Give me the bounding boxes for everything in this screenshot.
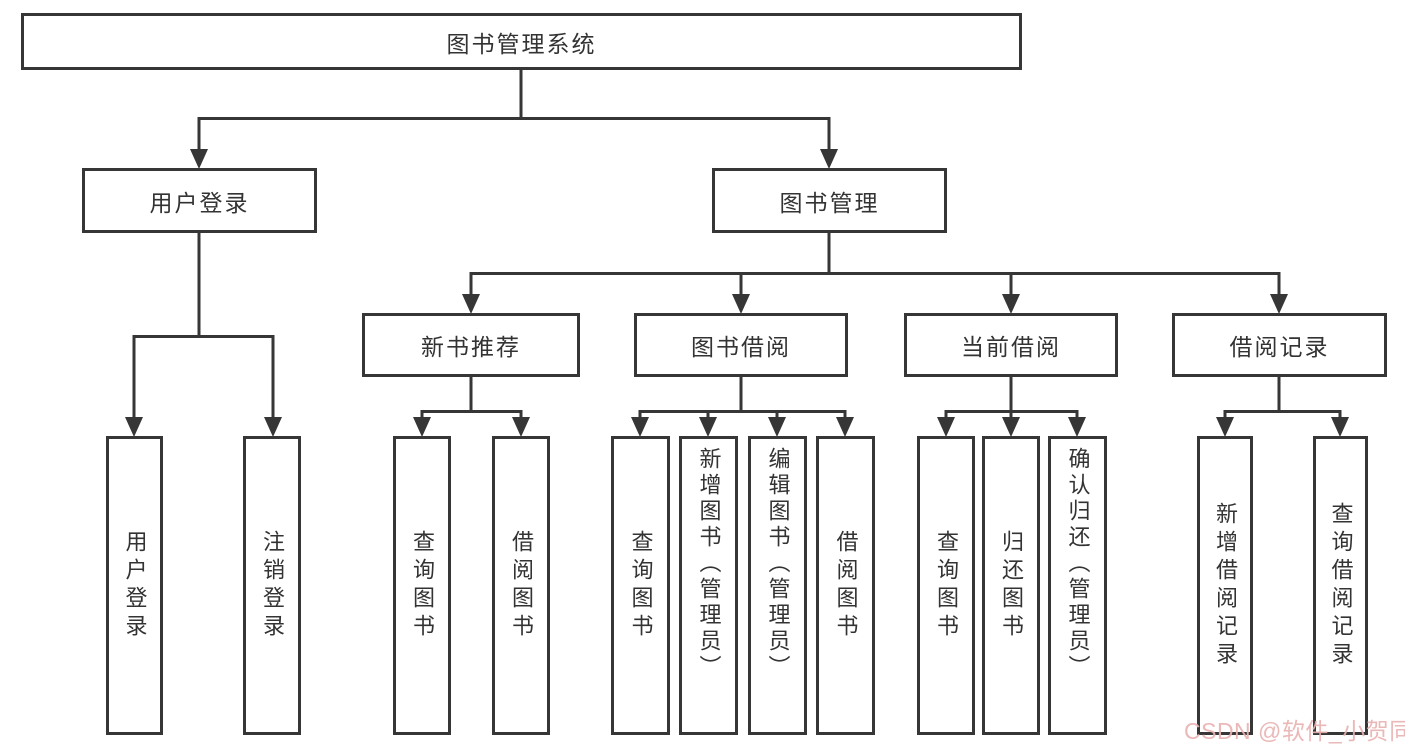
node-leaf-user-login: 用户登录 xyxy=(106,436,163,735)
node-new-books: 新书推荐 xyxy=(362,313,580,377)
arrowheads xyxy=(125,149,1349,437)
node-book-borrow: 图书借阅 xyxy=(634,313,848,377)
node-leaf-return-books: 归还图书 xyxy=(982,436,1040,735)
node-root: 图书管理系统 xyxy=(21,13,1022,70)
node-leaf-query-books-3: 查询图书 xyxy=(917,436,975,735)
node-borrow-records: 借阅记录 xyxy=(1172,313,1387,377)
node-leaf-logout: 注销登录 xyxy=(243,436,301,735)
node-leaf-add-record: 新增借阅记录 xyxy=(1197,436,1253,735)
node-leaf-query-books-2: 查询图书 xyxy=(611,436,670,735)
node-leaf-add-books: 新增图书（管理员） xyxy=(679,436,738,735)
node-leaf-borrow-books-2: 借阅图书 xyxy=(816,436,875,735)
node-user-login: 用户登录 xyxy=(82,168,317,233)
node-current-borrow: 当前借阅 xyxy=(904,313,1118,377)
node-book-mgmt: 图书管理 xyxy=(712,168,947,233)
node-leaf-confirm-return: 确认归还（管理员） xyxy=(1048,436,1107,735)
node-leaf-borrow-books-1: 借阅图书 xyxy=(492,436,550,735)
node-leaf-query-record: 查询借阅记录 xyxy=(1313,436,1368,735)
node-leaf-query-books-1: 查询图书 xyxy=(393,436,451,735)
node-leaf-edit-books: 编辑图书（管理员） xyxy=(748,436,807,735)
csdn-watermark: CSDN @软件_小贺同学 xyxy=(1184,718,1405,744)
